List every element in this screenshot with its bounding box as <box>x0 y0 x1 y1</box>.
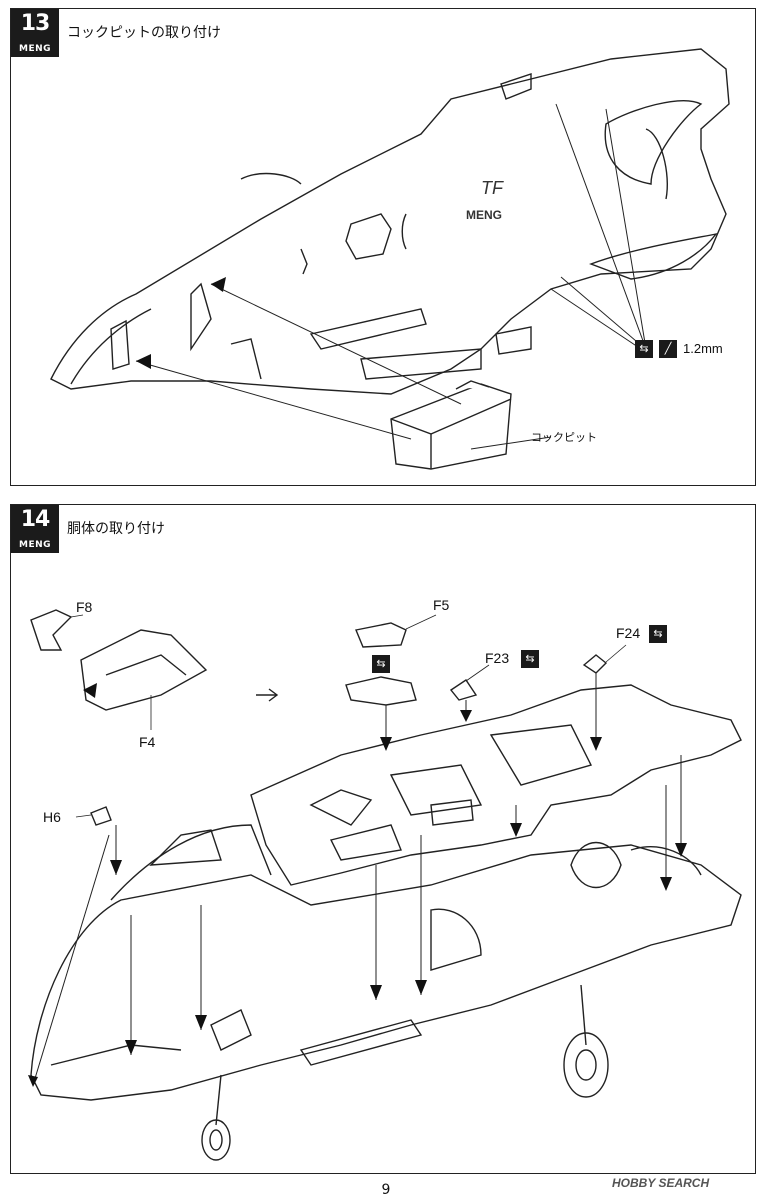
arrow-head <box>211 277 226 292</box>
watermark: HOBBY SEARCH <box>612 1176 710 1190</box>
step-14-badge: 14 MENG <box>11 505 59 553</box>
step-13-diagram: TF MENG <box>50 48 730 470</box>
drill-bit-icon: ╱ <box>659 340 677 358</box>
symmetry-icon: ⇆ <box>521 650 539 668</box>
brand-logo: MENG <box>18 540 52 550</box>
part-label-h6: H6 <box>43 809 61 825</box>
step-14-panel: 14 MENG 胴体の取り付け <box>10 504 756 1174</box>
step-13-number: 13 <box>20 11 51 36</box>
assembly-guide-lines <box>135 103 647 450</box>
part-label-f23: F23 <box>485 650 510 666</box>
arrow-heads <box>28 683 687 1087</box>
symmetry-icon: ⇆ <box>372 655 390 673</box>
label-leader-lines <box>70 614 627 818</box>
step-13-panel: 13 MENG コックピットの取り付け TF MENG <box>10 8 756 486</box>
assembly-guide-lines <box>32 673 682 1086</box>
arrow-head <box>136 354 151 369</box>
step-14-number: 14 <box>20 507 51 532</box>
part-label-f4: F4 <box>139 734 156 750</box>
upper-fuselage-drawing <box>50 48 730 395</box>
drill-size-label: 1.2mm <box>683 341 723 356</box>
landing-gear-drawing <box>201 984 609 1161</box>
step-14-title: 胴体の取り付け <box>67 521 165 537</box>
cockpit-tub-drawing <box>390 380 512 470</box>
step-13-title: コックピットの取り付け <box>67 25 221 41</box>
step-13-badge: 13 MENG <box>11 9 59 57</box>
step-14-diagram <box>28 609 742 1161</box>
part-label-f8: F8 <box>76 599 93 615</box>
sub-assembly-parts <box>30 609 608 826</box>
svg-text:TF: TF <box>481 178 504 198</box>
lower-fuselage-drawing <box>30 824 742 1101</box>
svg-text:MENG: MENG <box>466 208 502 222</box>
part-label-f5: F5 <box>433 597 450 613</box>
symmetry-icon: ⇆ <box>649 625 667 643</box>
page-number: 9 <box>381 1182 391 1198</box>
brand-logo: MENG <box>18 44 52 54</box>
cockpit-callout: コックピット <box>531 432 597 444</box>
part-label-f24: F24 <box>616 625 641 641</box>
drill-through-icon: ⇆ <box>635 340 653 358</box>
